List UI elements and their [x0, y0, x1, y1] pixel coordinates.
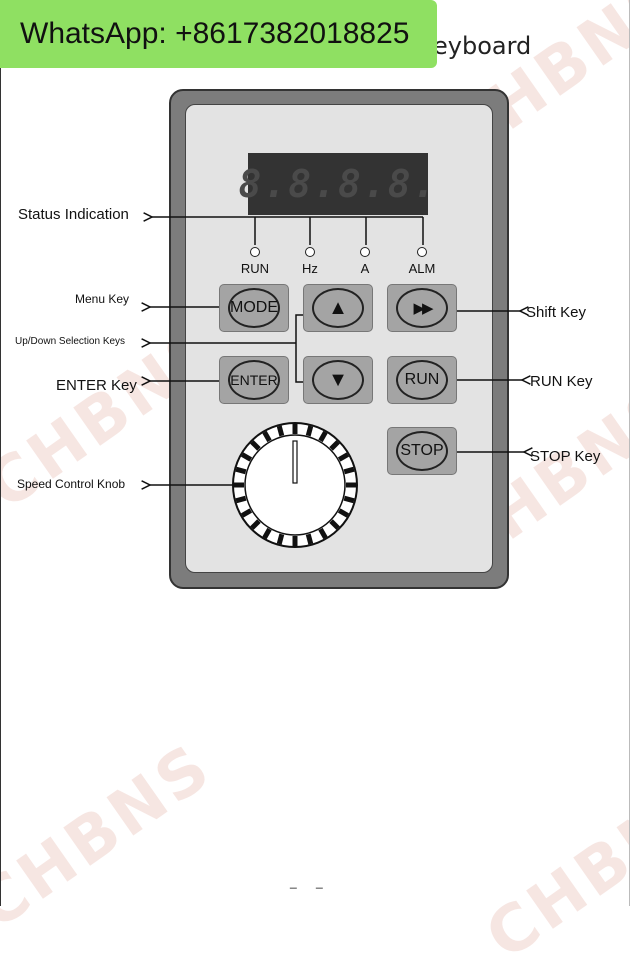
knob-ridge: [235, 466, 247, 475]
knob-ridge: [250, 440, 261, 451]
footer-mark: _: [316, 875, 323, 889]
enter-key-label: ENTER: [228, 360, 280, 400]
shift-key[interactable]: ▶▶: [387, 284, 457, 332]
whatsapp-banner-text: WhatsApp: +8617382018825: [20, 17, 410, 50]
knob-ridge: [235, 495, 247, 504]
callout-menu-key: Menu Key: [75, 292, 130, 306]
indicator-led-alm: [417, 247, 427, 257]
indicator-led-hz: [305, 247, 315, 257]
up-arrow-icon: ▲: [312, 288, 364, 328]
stop-key[interactable]: STOP: [387, 427, 457, 475]
status-leader: [152, 217, 424, 245]
speed-control-knob[interactable]: [232, 422, 358, 548]
indicator-led-run: [250, 247, 260, 257]
mode-key[interactable]: MODE: [219, 284, 289, 332]
footer-mark: _: [290, 875, 297, 889]
knob-ridge: [343, 495, 355, 504]
knob-ridge: [276, 425, 285, 437]
knob-ridge: [250, 519, 261, 530]
knob-ridge: [276, 533, 285, 545]
leader-lines: [0, 0, 630, 548]
callout-shift-key: Shift Key: [526, 304, 587, 321]
page-title: eyboard: [433, 32, 532, 60]
down-key[interactable]: ▼: [303, 356, 373, 404]
indicator-label-alm: ALM: [408, 261, 436, 276]
knob-ridge: [318, 527, 328, 540]
callout-up-down-keys: Up/Down Selection Keys: [15, 336, 126, 347]
callout-stop-key: STOP Key: [530, 448, 601, 465]
down-arrow-icon: ▼: [312, 360, 364, 400]
updown-leader: [150, 314, 303, 383]
display-digits: 8.8.8.8.: [238, 162, 438, 206]
knob-ridge: [329, 440, 340, 451]
knob-ridge: [262, 527, 272, 540]
knob-ridge: [262, 430, 272, 443]
knob-ridge: [337, 452, 350, 462]
callout-status-indication: Status Indication: [18, 206, 129, 223]
knob-ridge: [240, 452, 253, 462]
indicator-label-run: RUN: [240, 261, 270, 276]
fast-forward-icon: ▶▶: [396, 288, 448, 328]
whatsapp-banner[interactable]: WhatsApp: +8617382018825: [0, 0, 437, 68]
callout-enter-key: ENTER Key: [56, 377, 137, 394]
callout-run-key: RUN Key: [530, 373, 593, 390]
knob-ridge: [318, 430, 328, 443]
run-key-label: RUN: [396, 360, 448, 400]
knob-ridge: [343, 466, 355, 475]
knob-ridge: [329, 519, 340, 530]
run-key[interactable]: RUN: [387, 356, 457, 404]
mode-key-label: MODE: [228, 288, 280, 328]
page-border-left: [0, 68, 1, 906]
enter-key[interactable]: ENTER: [219, 356, 289, 404]
stop-key-label: STOP: [396, 431, 448, 471]
knob-ridge: [240, 508, 253, 518]
knob-ridge: [305, 425, 314, 437]
knob-ridge: [305, 533, 314, 545]
indicator-label-hz: Hz: [302, 261, 318, 276]
up-key[interactable]: ▲: [303, 284, 373, 332]
knob-pointer: [292, 440, 298, 484]
indicator-label-a: A: [360, 261, 370, 276]
indicator-led-a: [360, 247, 370, 257]
knob-ridge: [337, 508, 350, 518]
knob-face: [244, 434, 346, 536]
seven-segment-display: 8.8.8.8.: [238, 153, 436, 215]
callout-speed-knob: Speed Control Knob: [17, 477, 126, 491]
